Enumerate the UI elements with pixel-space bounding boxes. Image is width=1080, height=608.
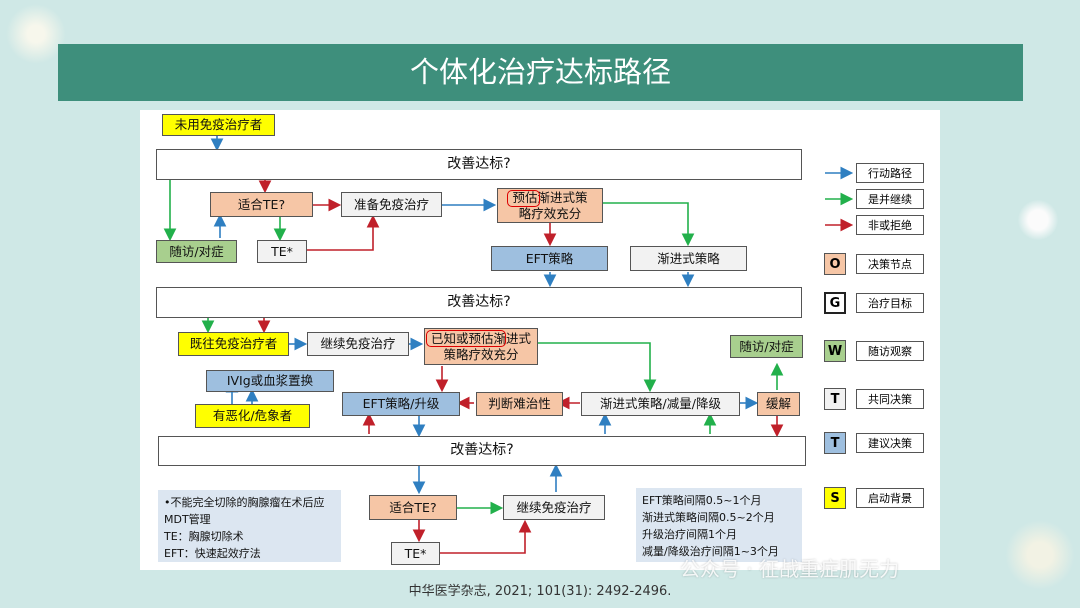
node-eft-strategy-1: EFT策略 [491,246,608,271]
node-continue-immuno-1: 继续免疫治疗 [307,332,409,356]
flowchart-panel: 未用免疫治疗者 改善达标? 适合TE? 准备免疫治疗 预估渐进式策略疗效充分 随… [140,110,940,570]
legend-label-follow-up: 随访观察 [856,341,924,361]
page-title: 个体化治疗达标路径 [58,44,1023,101]
note-left: •不能完全切除的胸腺瘤在术后应 MDT管理 TE：胸腺切除术 EFT：快速起效疗… [158,490,341,562]
flower-decoration-bottom-right [1005,520,1075,590]
note-right-line-2: 渐进式策略间隔0.5~2个月 [642,511,775,524]
node-untreated: 未用免疫治疗者 [162,114,275,136]
node-te-star-2: TE* [391,542,440,565]
node-improve-2: 改善达标? [156,287,802,318]
note-left-line-1: •不能完全切除的胸腺瘤在术后应 [164,496,325,509]
node-prepare-immuno: 准备免疫治疗 [341,192,442,217]
legend-label-action-path: 行动路径 [856,163,924,183]
node-remission: 缓解 [757,392,800,416]
node-gradual-reduce: 渐进式策略/减量/降级 [581,392,740,416]
flow-arrows [163,136,854,554]
highlight-ring-predict [507,190,540,207]
legend-label-suggested-decision: 建议决策 [856,433,924,453]
node-judge-refractory: 判断难治性 [476,392,563,416]
legend-label-shared-decision: 共同决策 [856,389,924,409]
node-worsening: 有恶化/危象者 [195,404,310,428]
node-suitable-te-2: 适合TE? [369,495,457,520]
note-left-line-2: MDT管理 [164,513,211,526]
legend-key-start-background: S [824,487,846,509]
note-right: EFT策略间隔0.5~1个月 渐进式策略间隔0.5~2个月 升级治疗间隔1个月 … [636,488,802,562]
legend-key-decision-node: O [824,253,846,275]
node-followup-2: 随访/对症 [730,335,803,358]
legend-key-treatment-goal: G [824,292,846,314]
legend-key-suggested-decision: T [824,432,846,454]
legend-label-no-refuse: 非或拒绝 [856,215,924,235]
highlight-ring-known [426,330,506,347]
note-right-line-4: 减量/降级治疗间隔1~3个月 [642,545,779,558]
watermark: 公众号 · 征战重症肌无力 [680,557,900,581]
legend-label-start-background: 启动背景 [856,488,924,508]
note-left-line-4: EFT：快速起效疗法 [164,547,261,560]
note-right-line-3: 升级治疗间隔1个月 [642,528,737,541]
node-previously-treated: 既往免疫治疗者 [178,332,289,356]
legend-key-follow-up: W [824,340,846,362]
node-predict-gradual: 预估渐进式策略疗效充分 [497,188,603,223]
legend-label-decision-node: 决策节点 [856,254,924,274]
node-improve-1: 改善达标? [156,149,802,180]
legend-key-shared-decision: T [824,388,846,410]
flower-decoration-top-left [6,4,66,64]
note-left-line-3: TE：胸腺切除术 [164,530,244,543]
citation-caption: 中华医学杂志, 2021; 101(31): 2492-2496. [408,584,672,599]
node-continue-immuno-2: 继续免疫治疗 [503,495,605,520]
node-improve-3: 改善达标? [158,436,806,466]
flower-decoration-right [1018,200,1058,240]
node-ivig: IVIg或血浆置换 [206,370,334,392]
node-followup-1: 随访/对症 [156,240,237,263]
legend-label-yes-continue: 是并继续 [856,189,924,209]
node-te-star-1: TE* [257,240,307,263]
node-suitable-te-1: 适合TE? [210,192,313,217]
legend-label-treatment-goal: 治疗目标 [856,293,924,313]
note-right-line-1: EFT策略间隔0.5~1个月 [642,494,762,507]
node-gradual-strategy: 渐进式策略 [630,246,747,271]
node-eft-upgrade: EFT策略/升级 [342,392,460,416]
